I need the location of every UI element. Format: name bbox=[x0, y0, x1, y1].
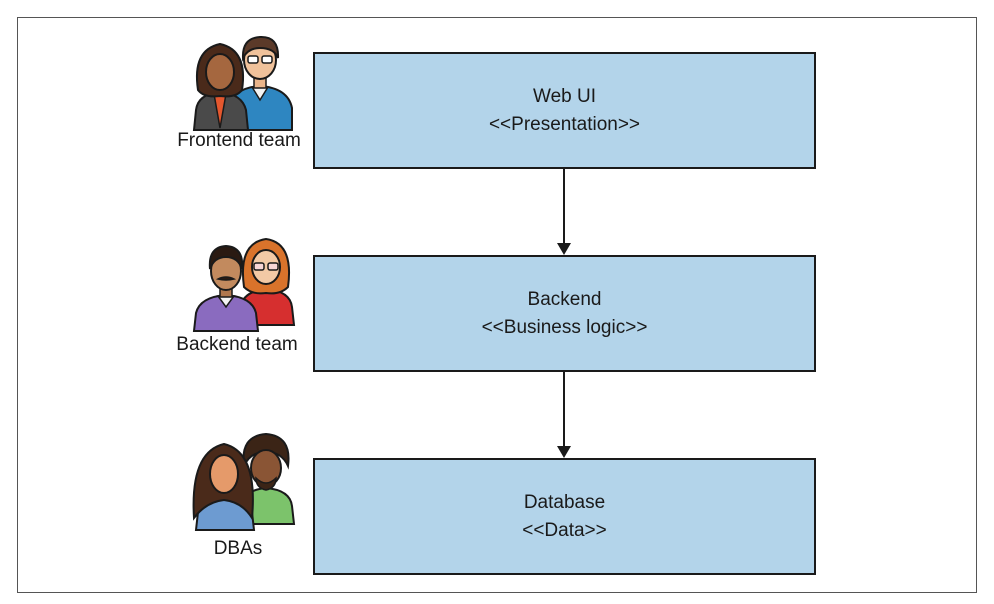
frontend-team-icon bbox=[192, 35, 293, 131]
web-ui-layer-box: Web UI <<Presentation>> bbox=[313, 52, 816, 169]
backend-team-icon bbox=[192, 237, 296, 332]
backend-layer-name: Backend bbox=[527, 288, 602, 310]
arrow-webui-to-backend bbox=[557, 169, 571, 255]
web-ui-layer-name: Web UI bbox=[532, 85, 596, 107]
database-layer-stereotype: <<Data>> bbox=[522, 519, 607, 541]
database-layer-box: Database <<Data>> bbox=[313, 458, 816, 575]
dba-team-label: DBAs bbox=[213, 538, 263, 559]
arrow-backend-to-database bbox=[557, 372, 571, 458]
backend-layer-box: Backend <<Business logic>> bbox=[313, 255, 816, 372]
backend-team-label: Backend team bbox=[176, 334, 298, 355]
dba-team-icon bbox=[192, 432, 296, 531]
backend-layer-stereotype: <<Business logic>> bbox=[481, 316, 648, 338]
web-ui-layer-stereotype: <<Presentation>> bbox=[488, 113, 641, 135]
database-layer-name: Database bbox=[523, 491, 606, 513]
frontend-team-label: Frontend team bbox=[177, 130, 301, 151]
